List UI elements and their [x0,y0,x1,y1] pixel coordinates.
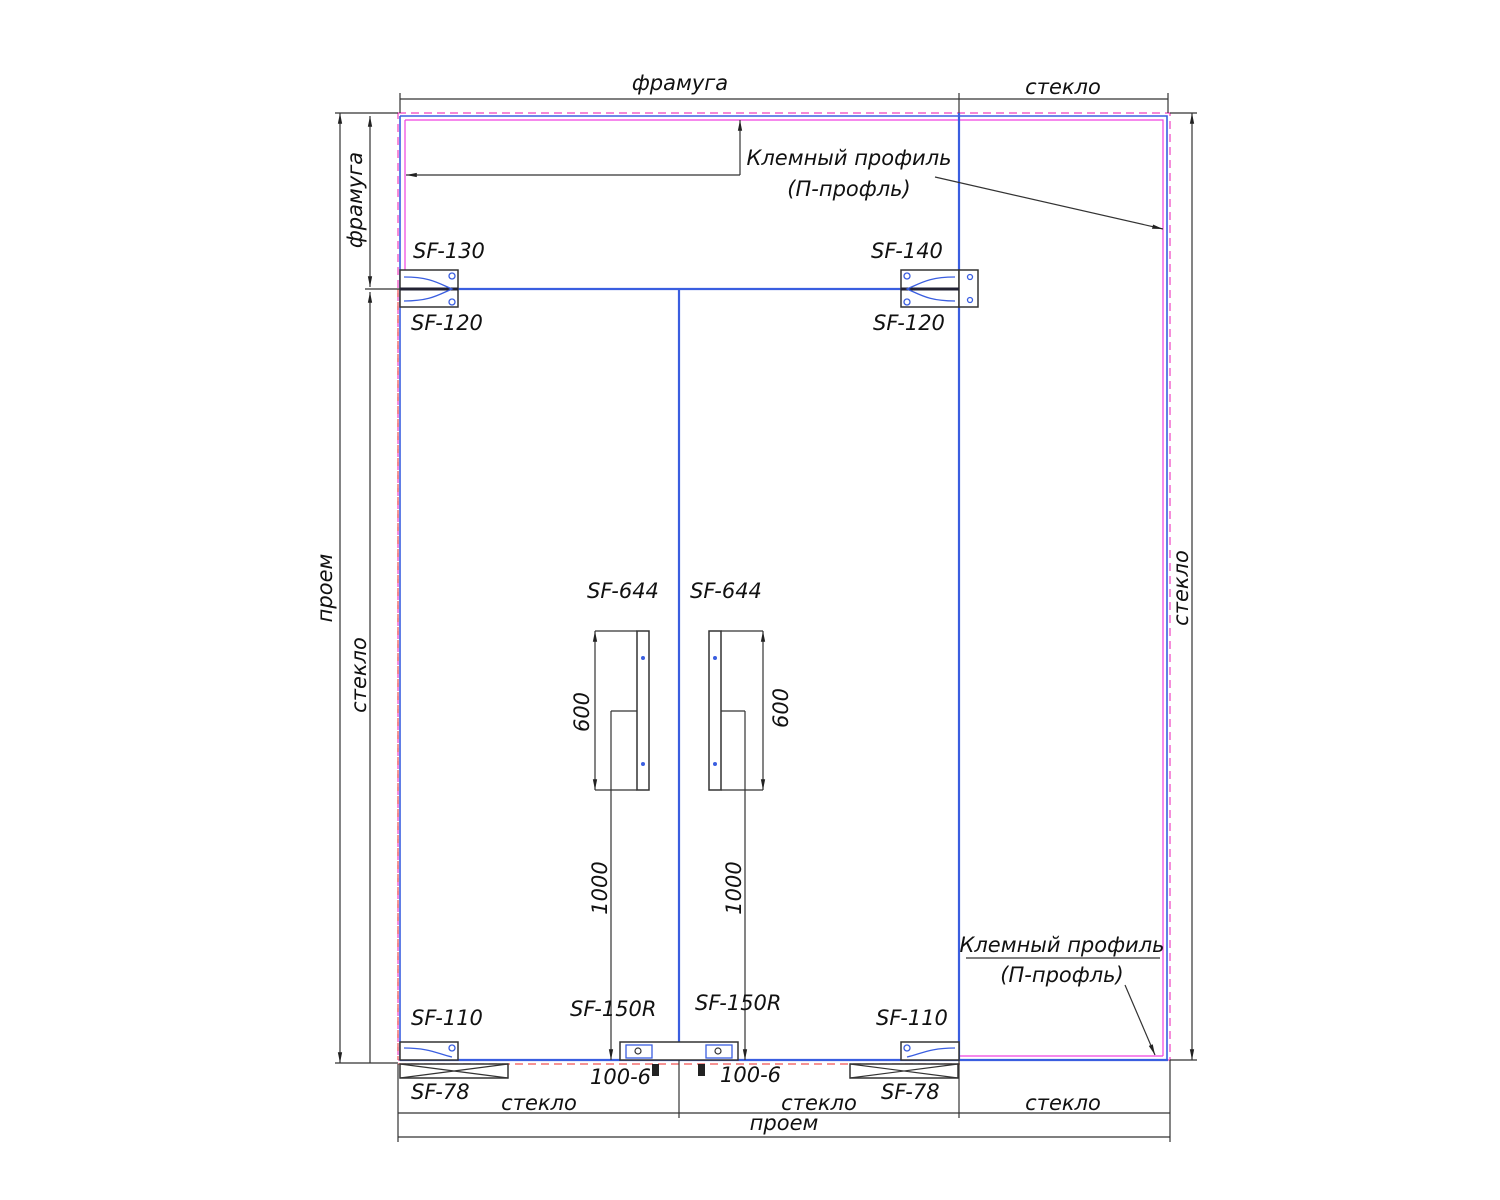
label-clamp-profile-1: Клемный профиль [746,146,951,170]
label-sf644-right: SF-644 [690,579,762,603]
patch-fitting-sf110-left [399,1041,459,1061]
label-glass-bottom-left: стекло [501,1091,577,1115]
label-sf120-left: SF-120 [411,311,483,335]
label-clamp-profile-1-sub: (П-профль) [787,177,910,201]
label-opening-left: проем [313,554,337,623]
patch-fitting-sf130-sf120 [399,269,459,308]
dim-handle-length-right: 600 [769,688,793,728]
label-sf644-left: SF-644 [587,579,659,603]
label-glass-right: стекло [1169,550,1193,626]
label-clamp-profile-2-sub: (П-профль) [1000,963,1123,987]
label-glass-left: стекло [347,637,371,713]
label-opening-bottom: проем [750,1111,819,1135]
patch-fitting-sf110-right [900,1041,960,1061]
label-transom-top: фрамуга [632,71,728,95]
label-transom-left: фрамуга [343,152,367,248]
label-clamp-profile-2: Клемный профиль [959,933,1164,957]
label-lock-left: 100-6 [590,1065,651,1089]
lock-sf150r [619,1041,739,1076]
label-sf150r-right: SF-150R [695,991,782,1015]
label-sf78-right: SF-78 [881,1080,940,1104]
label-sf140: SF-140 [871,239,943,263]
label-sf150r-left: SF-150R [570,997,657,1021]
handle-left [592,630,650,1060]
handle-right [708,630,766,1060]
dim-handle-height-left: 1000 [588,861,612,914]
dim-handle-length-left: 600 [570,692,594,732]
label-glass-top-right: стекло [1025,75,1101,99]
label-glass-bottom-right: стекло [1025,1091,1101,1115]
label-glass-bottom-mid: стекло [781,1091,857,1115]
frame-outline [397,112,1171,1065]
floor-pivot-sf78-right [849,1063,959,1079]
floor-pivot-sf78-left [399,1063,509,1079]
dimension-lines [335,93,1197,1142]
label-sf110-left: SF-110 [411,1006,483,1030]
dim-handle-height-right: 1000 [722,861,746,914]
label-lock-right: 100-6 [720,1063,781,1087]
label-sf78-left: SF-78 [411,1080,470,1104]
label-sf130: SF-130 [413,239,485,263]
label-sf110-right: SF-110 [876,1006,948,1030]
label-sf120-right: SF-120 [873,311,945,335]
patch-fitting-sf140-sf120 [900,269,979,308]
